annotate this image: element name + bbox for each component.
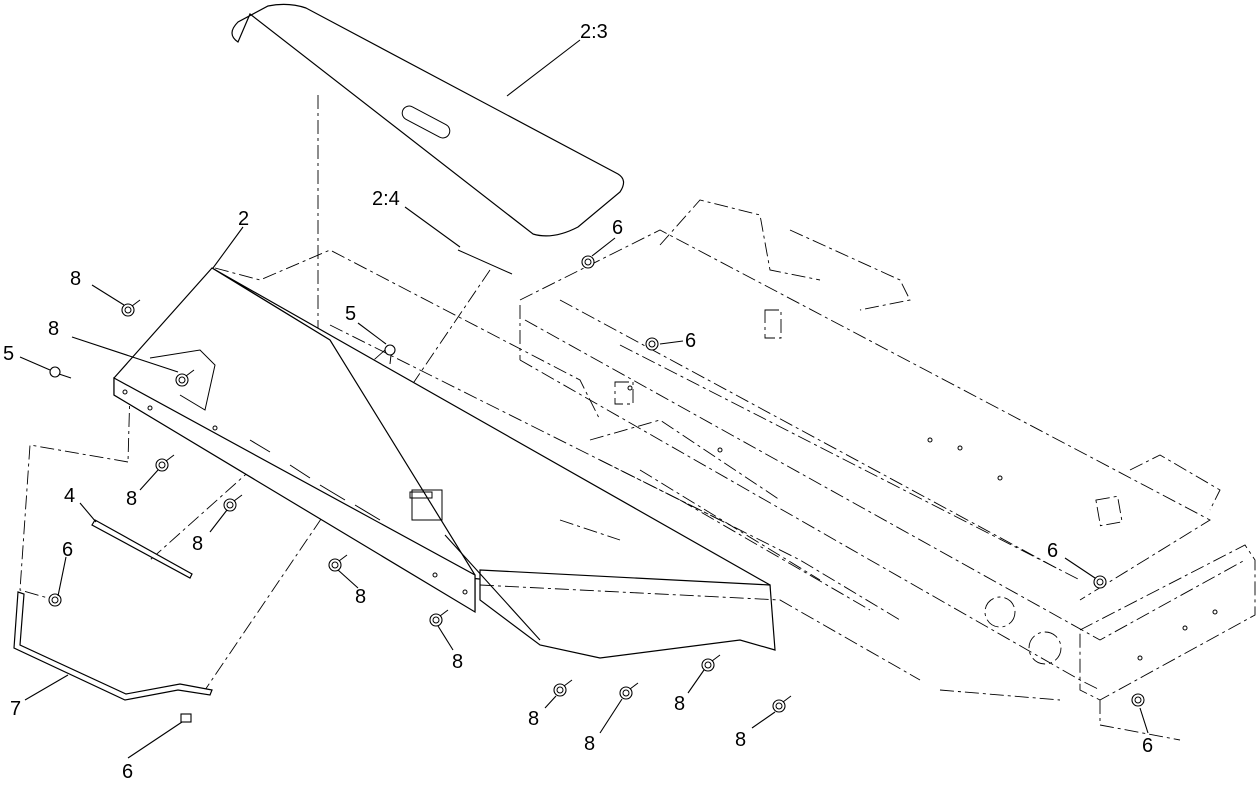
main-frame xyxy=(519,199,1256,741)
callout-7: 7 xyxy=(10,698,21,720)
callout-6-bottom-left: 6 xyxy=(122,761,133,783)
callout-6-left: 6 xyxy=(62,539,73,561)
nut xyxy=(180,713,192,723)
callout-4: 4 xyxy=(64,485,75,507)
callout-6-bottom-right: 6 xyxy=(1142,735,1153,757)
callout-8-c: 8 xyxy=(355,586,366,608)
cover-plate xyxy=(231,3,625,237)
callout-2-4: 2:4 xyxy=(372,188,400,210)
rod-part-7 xyxy=(13,591,213,701)
callout-6-top: 6 xyxy=(612,217,623,239)
callout-8-e: 8 xyxy=(528,708,539,730)
bolt xyxy=(772,695,792,713)
nut xyxy=(645,337,659,351)
strip-part-4 xyxy=(91,519,193,579)
nut xyxy=(581,255,595,269)
leader-lines xyxy=(19,39,1149,759)
bolt xyxy=(553,679,573,697)
bolt xyxy=(429,609,449,627)
callouts: 2:3 2:4 2 8 8 5 5 6 6 6 6 4 8 8 6 8 8 7 … xyxy=(3,21,1153,783)
bolt xyxy=(701,654,721,672)
bolt xyxy=(328,554,348,572)
callout-8-upper: 8 xyxy=(48,318,59,340)
callout-8-h: 8 xyxy=(735,729,746,751)
callout-8-top: 8 xyxy=(70,268,81,290)
bolt xyxy=(155,454,175,472)
bolt-group xyxy=(48,255,1145,723)
nut xyxy=(48,593,62,607)
callout-8-b: 8 xyxy=(192,533,203,555)
bolt xyxy=(121,299,141,317)
callout-5-mid: 5 xyxy=(345,303,356,325)
callout-2-3: 2:3 xyxy=(580,21,608,43)
callout-8-d: 8 xyxy=(452,651,463,673)
front-bracket xyxy=(113,249,921,681)
rivet xyxy=(384,344,396,365)
bolt xyxy=(619,682,639,700)
callout-8-f: 8 xyxy=(584,733,595,755)
rivet xyxy=(49,366,72,379)
nut xyxy=(1093,575,1107,589)
nut xyxy=(1131,693,1145,707)
callout-6-right: 6 xyxy=(1047,540,1058,562)
decal-strip xyxy=(457,249,513,275)
callout-8-a: 8 xyxy=(126,488,137,510)
callout-2: 2 xyxy=(238,208,249,230)
callout-8-g: 8 xyxy=(674,693,685,715)
bolt xyxy=(223,494,243,512)
bolt xyxy=(175,369,195,387)
callout-6-mid: 6 xyxy=(685,330,696,352)
callout-5-left: 5 xyxy=(3,343,14,365)
